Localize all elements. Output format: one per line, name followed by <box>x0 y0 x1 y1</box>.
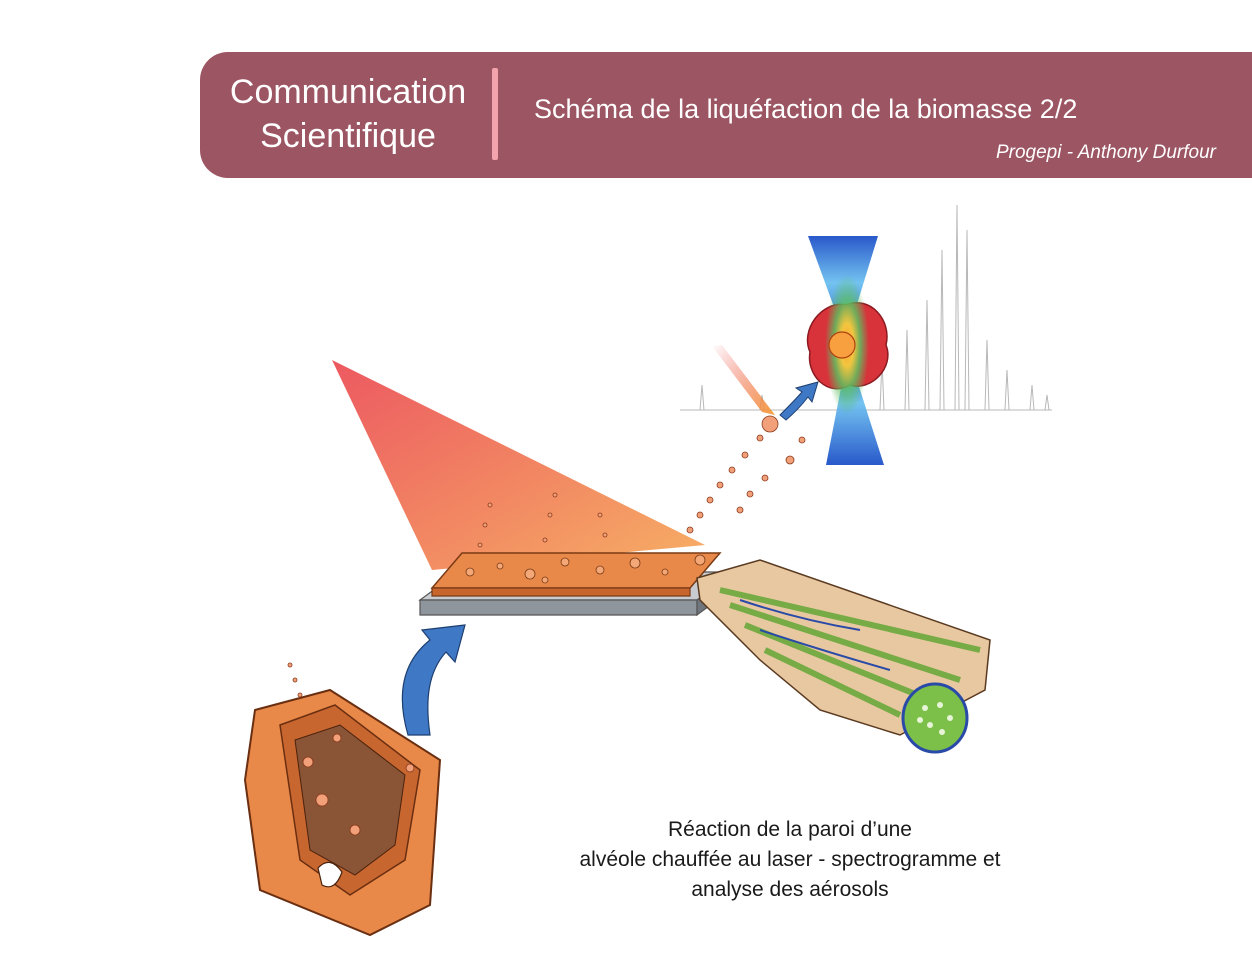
illustration-caption: Réaction de la paroi d’une alvéole chauf… <box>540 815 1040 905</box>
fiber-bundle-icon <box>696 559 991 754</box>
aerosol-droplet-icon <box>477 415 806 548</box>
brand-line-1: Communication <box>229 73 467 111</box>
caption-line-1: Réaction de la paroi d’une <box>667 818 912 841</box>
header-banner: Communication Scientifique Schéma de la … <box>200 52 1252 178</box>
blue-arrow-icon <box>779 381 819 421</box>
laser-beam-icon <box>332 360 705 570</box>
author-credit: Progepi - Anthony Durfour <box>995 142 1216 163</box>
caption-line-3: analyse des aérosols <box>691 878 889 901</box>
brand-block: Communication Scientifique <box>200 70 496 158</box>
header-divider <box>492 68 498 160</box>
plasma-burst-icon <box>806 236 889 465</box>
heated-plate-icon <box>418 552 737 617</box>
page-title: Schéma de la liquéfaction de la biomasse… <box>534 94 1078 124</box>
biomass-cell-icon <box>243 662 442 937</box>
brand-line-2: Scientifique <box>260 117 436 155</box>
caption-line-2: alvéole chauffée au laser - spectrogramm… <box>579 848 1001 871</box>
